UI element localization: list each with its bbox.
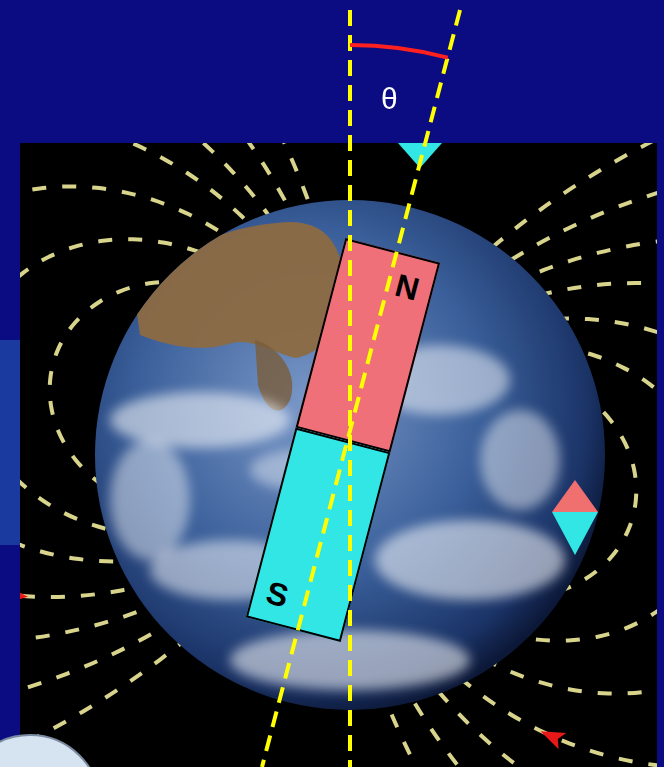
- compass-arrows: [20, 143, 657, 749]
- compass-needle: [398, 143, 442, 168]
- pole-letter: N: [392, 269, 422, 306]
- pole-letter: S: [263, 576, 292, 612]
- angle-label: θ: [381, 84, 398, 114]
- earth-globe: [95, 200, 605, 710]
- side-panel: [0, 340, 20, 545]
- compass-needle: [552, 480, 598, 555]
- globe-fragment: [0, 735, 100, 767]
- field-arrow: [20, 586, 29, 606]
- angle-arc: [350, 45, 448, 58]
- rotation-axis: [348, 10, 352, 767]
- space-background: [20, 143, 657, 767]
- field-arrow: [537, 723, 566, 749]
- earth-surface: [110, 222, 565, 690]
- magnetic-axis: [262, 10, 460, 767]
- field-lines: [20, 143, 657, 767]
